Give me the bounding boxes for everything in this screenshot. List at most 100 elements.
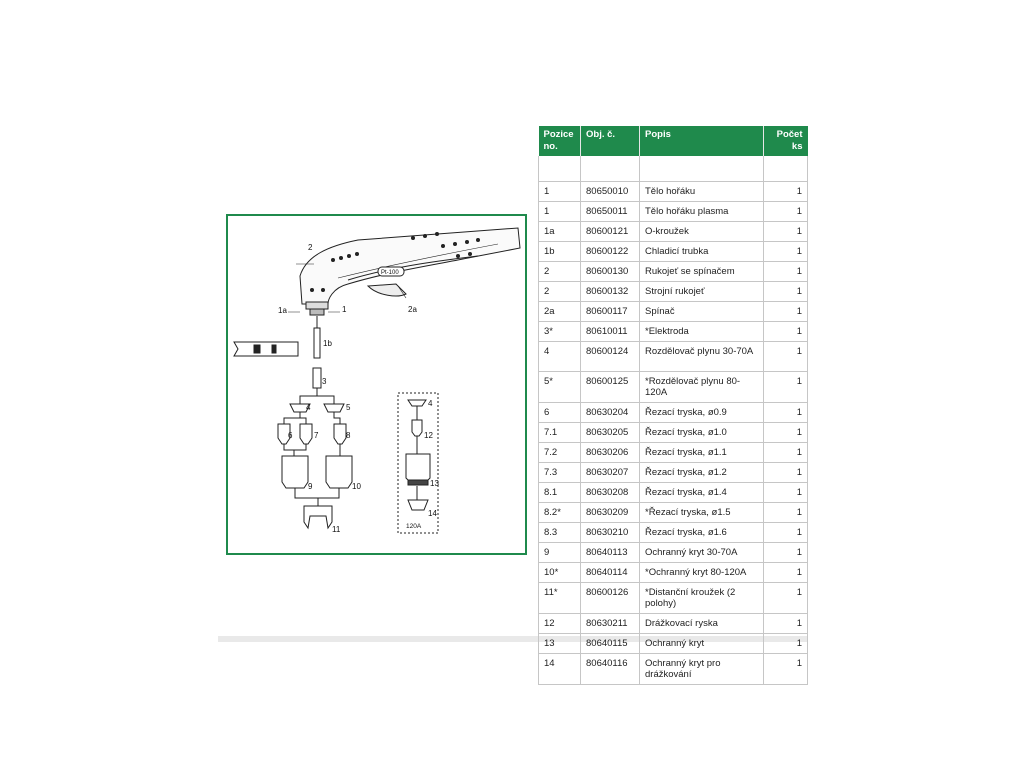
cell-pos: 7.3 <box>538 462 581 483</box>
cell-pos: 8.3 <box>538 522 581 543</box>
cell-desc: O-kroužek <box>639 221 764 242</box>
cell-pos: 7.1 <box>538 422 581 443</box>
trigger <box>366 283 407 297</box>
label-11: 11 <box>332 525 341 534</box>
cell-qty: 1 <box>763 201 808 222</box>
cell-code: 80600121 <box>580 221 640 242</box>
cell-qty: 1 <box>763 281 808 302</box>
cell-qty: 1 <box>763 181 808 202</box>
cell-pos: 3* <box>538 321 581 342</box>
label-7: 7 <box>314 431 319 440</box>
cell-pos: 8.2* <box>538 502 581 523</box>
label-1a: 1a <box>278 306 287 315</box>
cell-code: 80630210 <box>580 522 640 543</box>
cell-qty: 1 <box>763 502 808 523</box>
cell-code: 80600125 <box>580 371 640 403</box>
exploded-diagram-panel: 1 1a 1b 2 2a 3 4 5 6 7 8 9 10 11 4 12 13… <box>226 214 527 555</box>
inset-label-12: 12 <box>424 431 433 440</box>
cell-qty: 1 <box>763 301 808 322</box>
cell-desc: Rukojeť se spínačem <box>639 261 764 282</box>
cell-pos: 12 <box>538 613 581 634</box>
cell-qty: 1 <box>763 542 808 563</box>
inset-label-14: 14 <box>428 509 437 518</box>
inset-120a-box <box>397 392 439 534</box>
cell-code: 80610011 <box>580 321 640 342</box>
handle-badge-text: Pt-100 <box>381 270 399 276</box>
cell-desc: Řezací tryska, ø1.0 <box>639 422 764 443</box>
cell-desc: Tělo hořáku <box>639 181 764 202</box>
cell-pos: 1a <box>538 221 581 242</box>
cell-code: 80630211 <box>580 613 640 634</box>
label-8: 8 <box>346 431 351 440</box>
label-2a: 2a <box>408 305 417 314</box>
cell-desc: Ochranný kryt 30-70A <box>639 542 764 563</box>
label-6: 6 <box>288 431 293 440</box>
cell-code: 80600132 <box>580 281 640 302</box>
cell-desc: Řezací tryska, ø1.2 <box>639 462 764 483</box>
cell-desc: Ochranný kryt <box>639 633 764 654</box>
cell-code: 80640114 <box>580 562 640 583</box>
cell-desc: *Rozdělovač plynu 80-120A <box>639 371 764 403</box>
torch-diagram: 1 1a 1b 2 2a 3 4 5 6 7 8 9 10 11 4 12 13… <box>233 227 521 534</box>
cell-code: 80640113 <box>580 542 640 563</box>
cell-desc: Řezací tryska, ø1.1 <box>639 442 764 463</box>
cell-pos: 6 <box>538 402 581 423</box>
cell-pos: 10* <box>538 562 581 583</box>
wrench-tool <box>233 341 299 357</box>
cell-code: 80630209 <box>580 502 640 523</box>
cell-code: 80630208 <box>580 482 640 503</box>
cell-pos: 5* <box>538 371 581 403</box>
cell-pos: 13 <box>538 633 581 654</box>
label-1: 1 <box>342 305 347 314</box>
cell-code: 80600117 <box>580 301 640 322</box>
cell-qty: 1 <box>763 241 808 262</box>
cell-code: 80640115 <box>580 633 640 654</box>
cell-qty: 1 <box>763 261 808 282</box>
cell-qty: 1 <box>763 562 808 583</box>
table-row: 11*80600126*Distanční kroužek (2 polohy)… <box>538 582 808 614</box>
label-2: 2 <box>308 243 313 252</box>
cell-qty: 1 <box>763 422 808 443</box>
cell-pos: 7.2 <box>538 442 581 463</box>
cell-pos: 4 <box>538 341 581 372</box>
cell-code: 80630205 <box>580 422 640 443</box>
cell-qty: 1 <box>763 221 808 242</box>
cell-qty: 1 <box>763 482 808 503</box>
header-description: Popis <box>639 126 764 156</box>
cell-code: 80630207 <box>580 462 640 483</box>
cell-desc: *Řezací tryska, ø1.5 <box>639 502 764 523</box>
cell-qty: 1 <box>763 613 808 634</box>
cell-desc: Chladicí trubka <box>639 241 764 262</box>
cell-code: 80640116 <box>580 653 640 685</box>
label-1b: 1b <box>323 339 332 348</box>
cell-desc: Drážkovací ryska <box>639 613 764 634</box>
cell-desc: Řezací tryska, ø1.6 <box>639 522 764 543</box>
cell-qty: 1 <box>763 371 808 403</box>
header-count: Počet ks <box>763 126 808 156</box>
cell-desc: Strojní rukojeť <box>639 281 764 302</box>
cell-pos: 9 <box>538 542 581 563</box>
cell-code: 80600130 <box>580 261 640 282</box>
cell-qty: 1 <box>763 522 808 543</box>
cell-qty: 1 <box>763 653 808 685</box>
inset-label-13: 13 <box>430 479 439 488</box>
table-spacer-row <box>538 156 808 182</box>
cell-pos: 1b <box>538 241 581 262</box>
